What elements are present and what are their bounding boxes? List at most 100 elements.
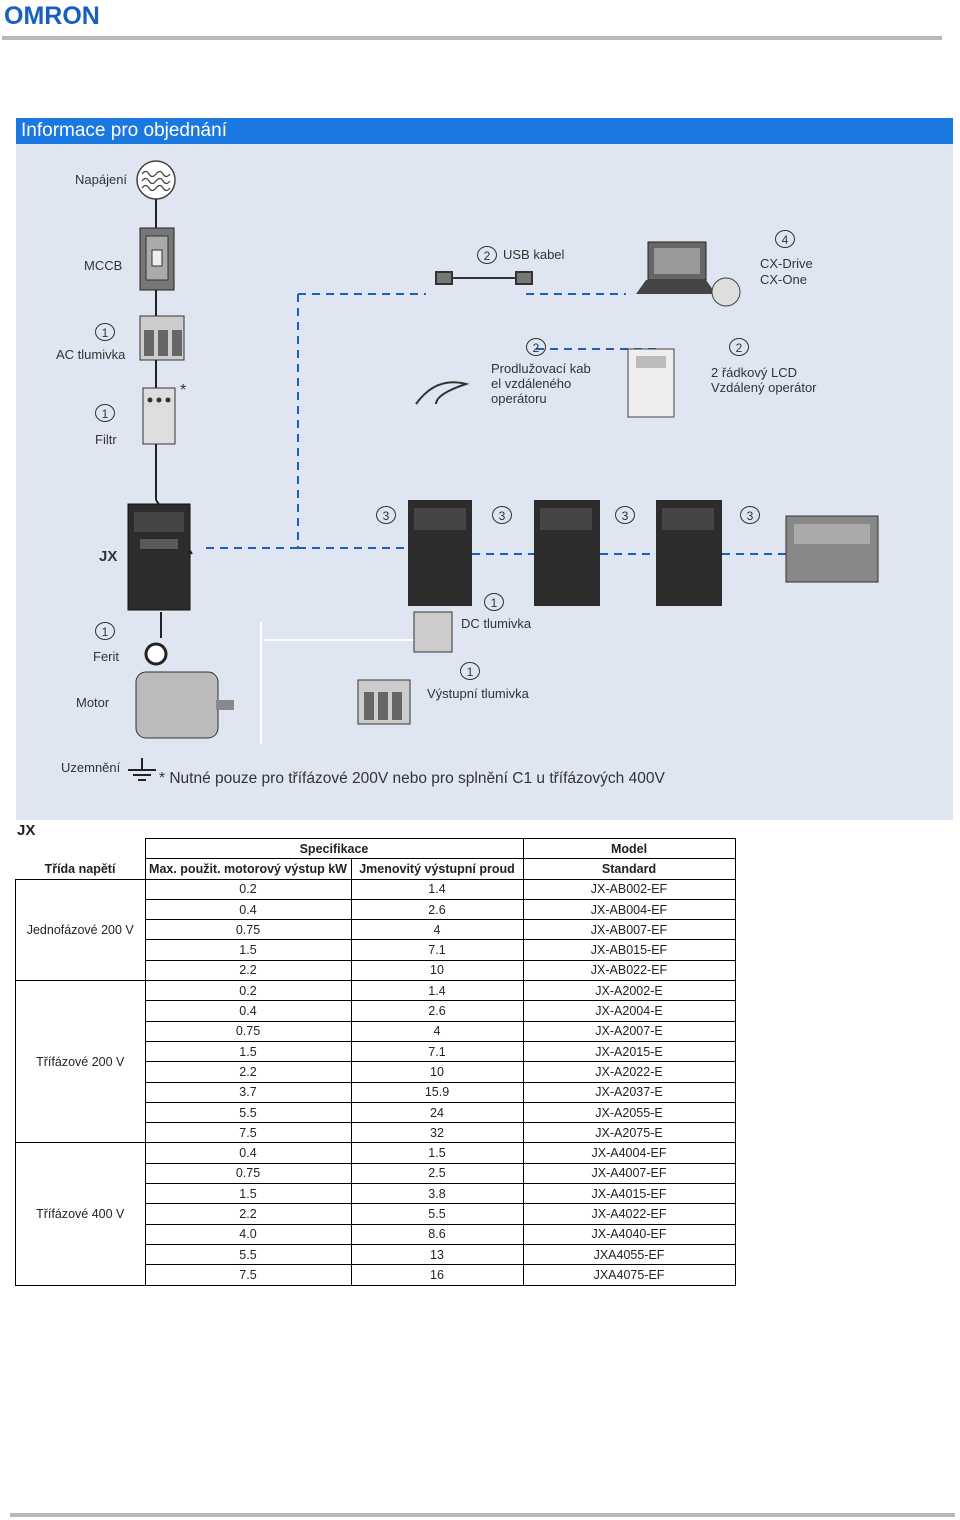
extension-cable-icon: [415, 381, 470, 405]
current-cell: 4: [350, 919, 524, 941]
output-kw-cell: 1.5: [144, 939, 352, 961]
ac-reactor-icon: [139, 315, 185, 361]
header-divider: [2, 36, 942, 40]
number-1-badge: 1: [95, 404, 115, 422]
model-cell: JX-A4004-EF: [522, 1142, 736, 1164]
model-cell: JX-A2015-E: [522, 1040, 736, 1063]
model-cell: JX-A2037-E: [522, 1081, 736, 1103]
motor-icon: [135, 671, 234, 739]
output-kw-cell: 0.4: [144, 898, 352, 921]
model-cell: JX-A2055-E: [522, 1101, 736, 1124]
plc-icon: [785, 515, 879, 583]
model-cell: JX-A4015-EF: [522, 1183, 736, 1205]
jx-inverter-icon: [127, 503, 191, 611]
model-cell: JX-AB007-EF: [522, 919, 736, 941]
label-cx-drive: CX-Drive: [760, 256, 813, 271]
output-kw-cell: 1.5: [144, 1183, 352, 1205]
label-napajeni: Napájení: [75, 172, 128, 187]
label-ac-tlumivka: AC tlumivka: [56, 347, 126, 362]
model-cell: JX-A4040-EF: [522, 1223, 736, 1245]
voltage-class-cell: Třífázové 400 V: [15, 1142, 146, 1286]
model-cell: JX-A2002-E: [522, 980, 736, 1002]
number-2-badge: 2: [477, 246, 497, 264]
output-kw-cell: 7.5: [144, 1122, 352, 1144]
model-cell: JX-A2004-E: [522, 1000, 736, 1022]
output-kw-cell: 2.2: [144, 959, 352, 982]
lcd-operator-icon: [627, 348, 675, 418]
output-kw-cell: 4.0: [144, 1223, 352, 1245]
model-cell: JX-A2075-E: [522, 1122, 736, 1144]
current-cell: 2.6: [350, 898, 524, 921]
ferrite-icon: [144, 642, 168, 666]
current-cell: 16: [350, 1264, 524, 1286]
pc-icon: [636, 241, 741, 307]
label-asterisk: *: [180, 382, 187, 399]
table-subheader-row: Třída napětí Max. použit. motorový výstu…: [15, 858, 736, 880]
current-cell: 3.8: [350, 1183, 524, 1205]
filter-icon: [142, 387, 176, 445]
voltage-class-cell: Jednofázové 200 V: [15, 878, 146, 982]
label-prodluzovaci-1: Prodlužovací kab: [491, 361, 591, 376]
output-kw-cell: 5.5: [144, 1101, 352, 1124]
inverter-3-icon: [534, 500, 600, 606]
output-kw-cell: 5.5: [144, 1243, 352, 1266]
model-cell: JX-AB002-EF: [522, 878, 736, 900]
output-kw-cell: 0.4: [144, 1142, 352, 1164]
model-cell: JX-A2022-E: [522, 1061, 736, 1083]
current-cell: 4: [350, 1020, 524, 1042]
current-cell: 10: [350, 959, 524, 982]
number-3-badge: 3: [492, 506, 512, 524]
label-ferit: Ferit: [93, 649, 119, 664]
number-1-badge: 1: [95, 323, 115, 341]
label-mccb: MCCB: [84, 258, 123, 273]
label-cx-one: CX-One: [760, 272, 807, 287]
model-cell: JX-AB004-EF: [522, 898, 736, 921]
current-cell: 1.4: [350, 980, 524, 1002]
current-cell: 32: [350, 1122, 524, 1144]
header-model: Model: [522, 837, 736, 860]
output-kw-cell: 0.75: [144, 1162, 352, 1185]
label-prodluzovaci-3: operátoru: [491, 391, 547, 406]
number-2-badge: 2: [526, 338, 546, 356]
diagram-graphics: [127, 160, 879, 781]
current-cell: 10: [350, 1061, 524, 1083]
inverter-4-icon: [656, 500, 722, 606]
model-cell: JX-AB015-EF: [522, 939, 736, 961]
header-standard: Standard: [522, 858, 736, 880]
header-current: Jmenovitý výstupní proud: [350, 858, 524, 880]
inverter-2-icon: [408, 500, 472, 606]
current-cell: 24: [350, 1101, 524, 1124]
current-cell: 7.1: [350, 1040, 524, 1063]
output-kw-cell: 2.2: [144, 1061, 352, 1083]
ground-icon: [128, 758, 156, 781]
label-jx: JX: [99, 548, 118, 565]
model-cell: JX-A4007-EF: [522, 1162, 736, 1185]
output-kw-cell: 2.2: [144, 1203, 352, 1225]
number-3-badge: 3: [615, 506, 635, 524]
output-kw-cell: 0.2: [144, 878, 352, 900]
current-cell: 1.4: [350, 878, 524, 900]
output-kw-cell: 0.2: [144, 980, 352, 1002]
footer-divider: [10, 1513, 955, 1517]
number-1-badge: 1: [460, 662, 480, 680]
number-4-badge: 4: [775, 230, 795, 248]
table-title: JX: [17, 822, 36, 839]
model-table: Specifikace Model Třída napětí Max. použ…: [15, 837, 736, 1286]
header-empty: [15, 838, 146, 859]
current-cell: 2.5: [350, 1162, 524, 1185]
number-2-badge: 2: [729, 338, 749, 356]
mccb-icon: [139, 227, 175, 291]
